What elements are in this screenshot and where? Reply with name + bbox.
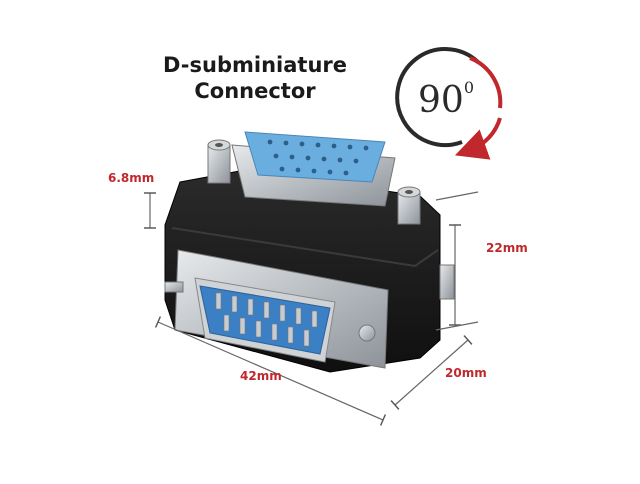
dimension-lines [144, 191, 479, 426]
socket-holes [267, 139, 369, 176]
dim-screw-height: 6.8mm [108, 171, 155, 185]
dim-width: 42mm [240, 369, 282, 383]
rotation-unit: 0 [463, 78, 474, 97]
jack-screw-left [164, 281, 184, 293]
standoff-screw-right [397, 186, 421, 225]
product-title: D-subminiature Connector [150, 52, 360, 104]
jack-screw-right [358, 324, 376, 342]
standoff-screw-left [207, 139, 231, 184]
dim-depth: 20mm [445, 366, 487, 380]
female-socket [231, 131, 396, 207]
rotation-value: 90 [418, 80, 464, 121]
rotation-label: 900 [418, 78, 474, 121]
title-line-2: Connector [194, 79, 316, 103]
rear-screw [439, 264, 455, 300]
title-line-1: D-subminiature [162, 53, 347, 77]
dim-height: 22mm [486, 241, 528, 255]
rotation-90-icon [395, 47, 503, 160]
